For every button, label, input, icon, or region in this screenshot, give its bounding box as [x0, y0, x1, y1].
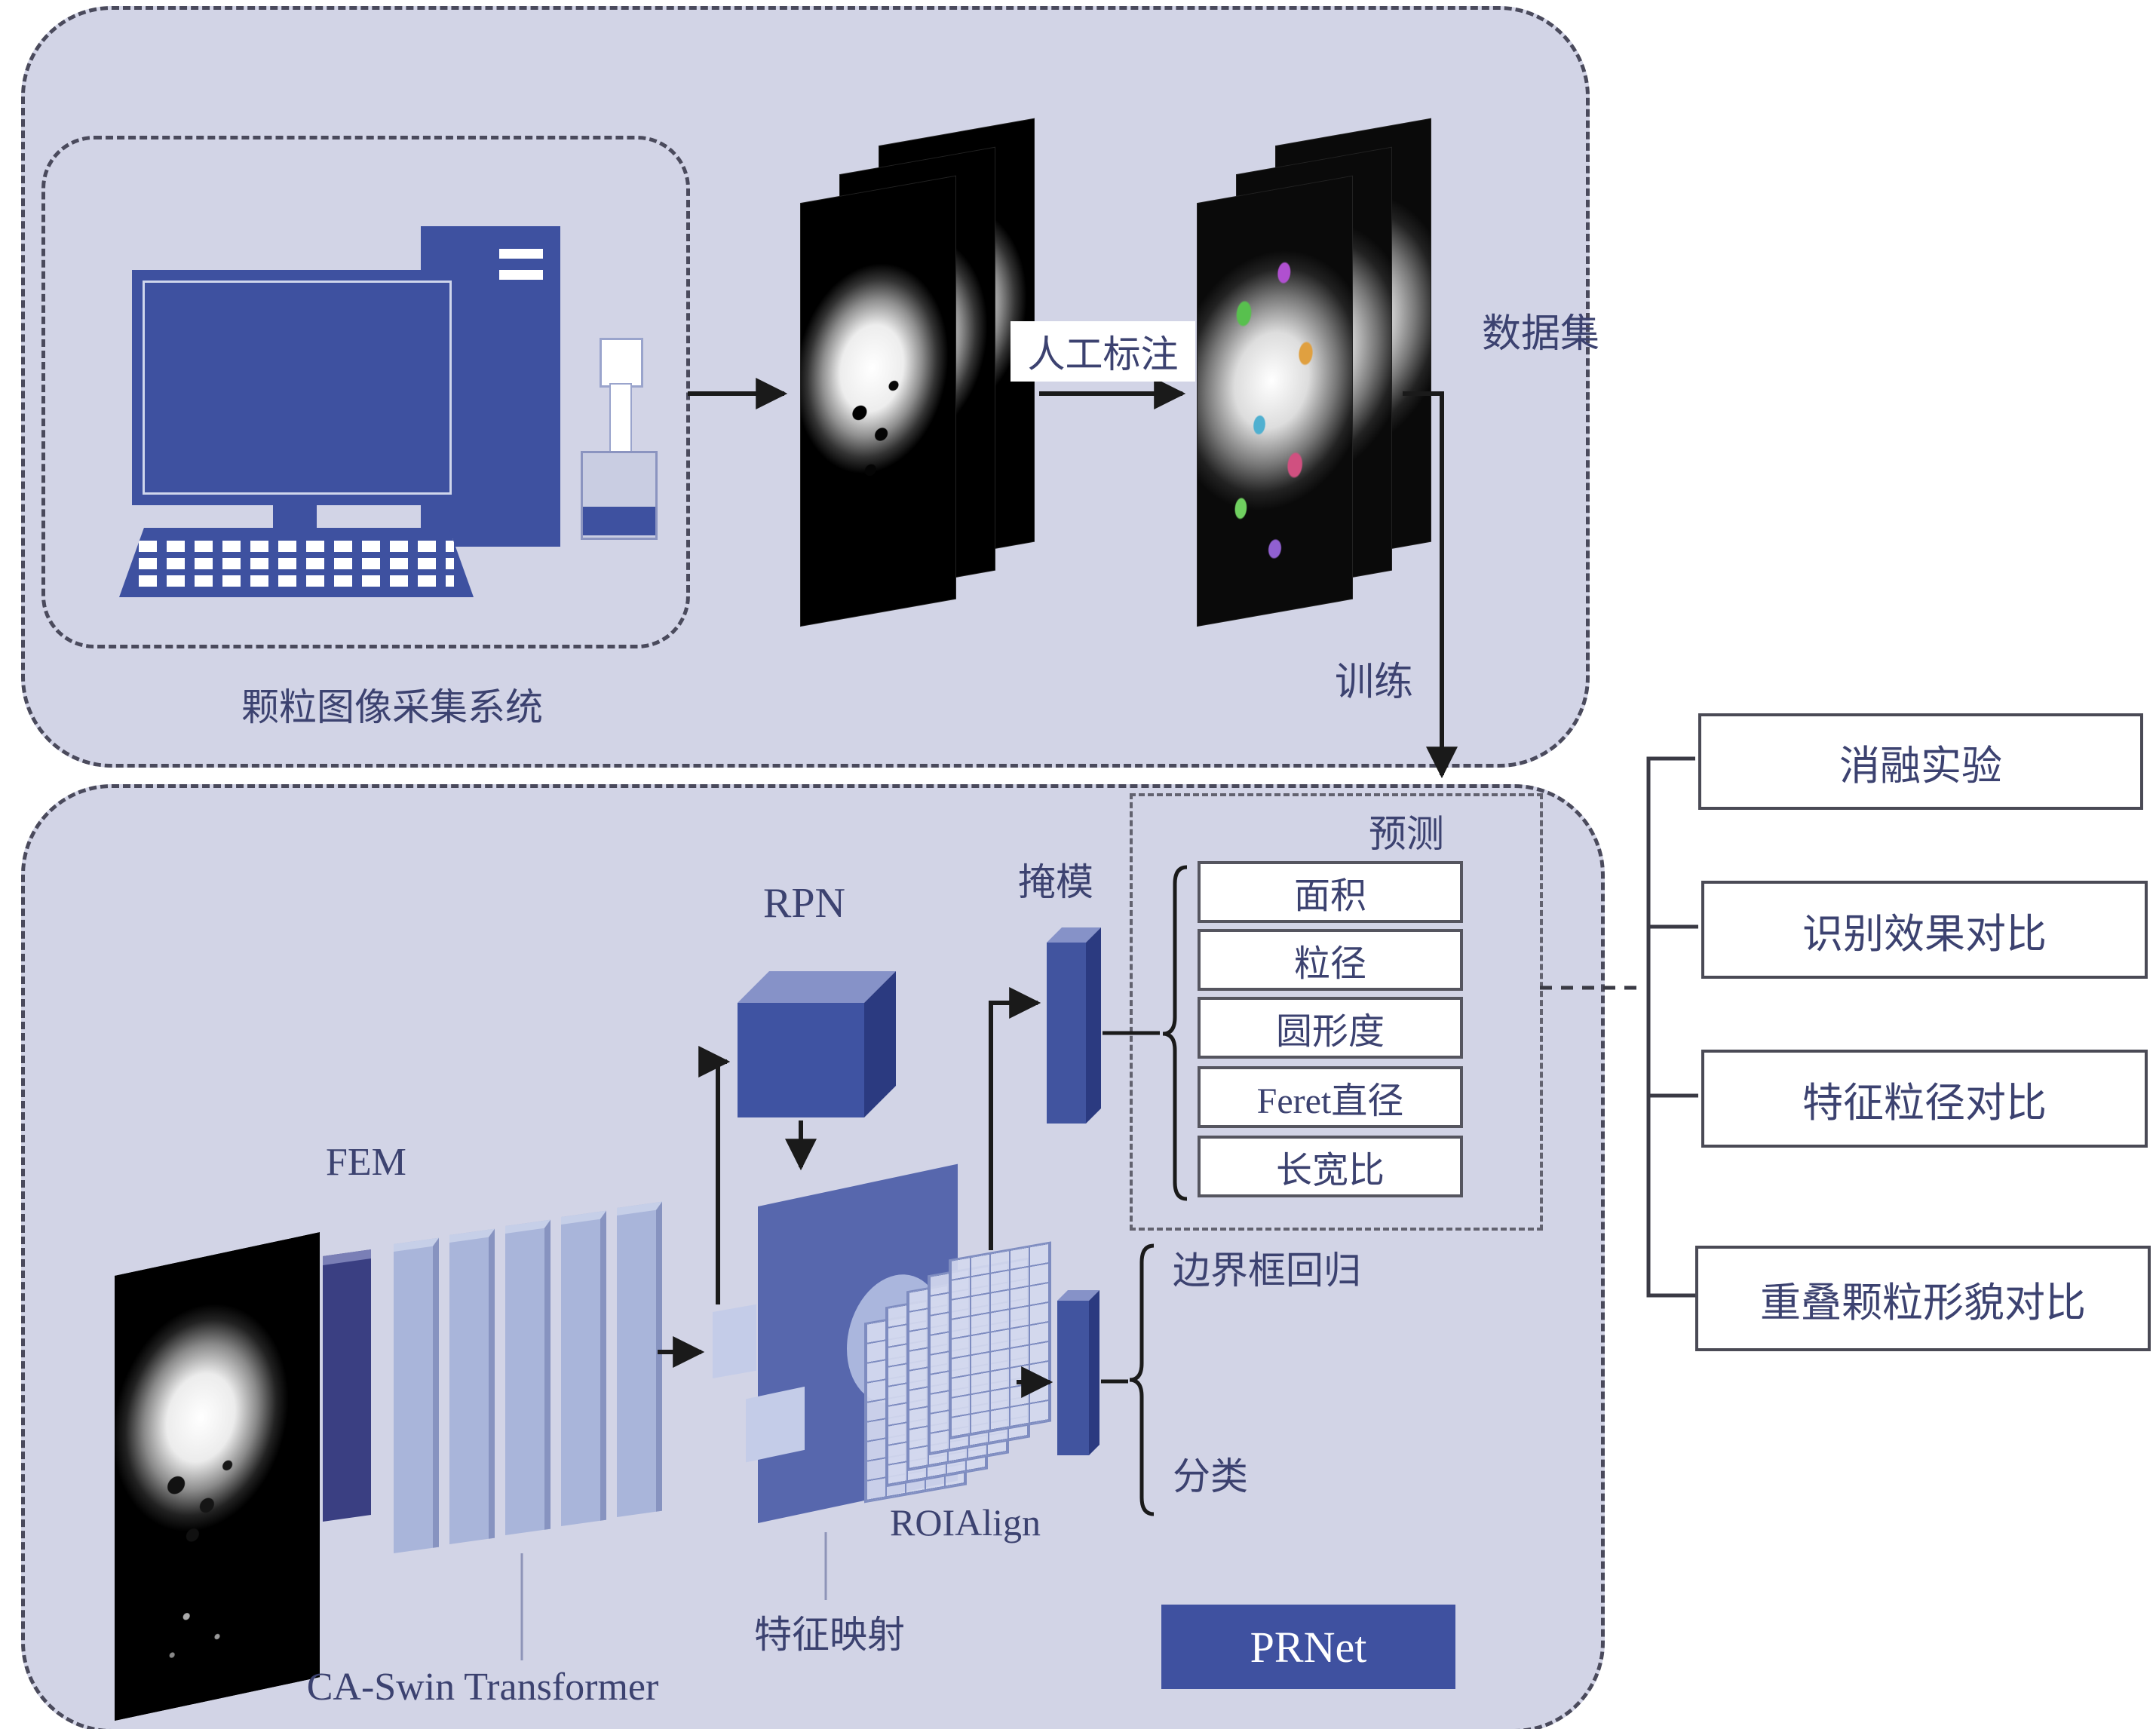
- keyboard-keys: [139, 538, 454, 587]
- dataset-label: 数据集: [1482, 313, 1600, 356]
- evaluation-box: 消融实验: [1698, 713, 2143, 810]
- tower-vent: [499, 249, 543, 259]
- fem-label: FEM: [326, 1141, 406, 1184]
- arrow-to-mask: [989, 987, 1041, 1250]
- monitor: [132, 270, 462, 505]
- prediction-item-box: Feret直径: [1198, 1066, 1463, 1128]
- acquisition-system-label: 颗粒图像采集系统: [241, 686, 543, 728]
- classification-block: [1057, 1301, 1089, 1455]
- roialign-label: ROIAlign: [890, 1501, 1041, 1544]
- training-label: 训练: [1335, 661, 1414, 704]
- rpn-block: [738, 1003, 864, 1117]
- prediction-item-box: 面积: [1198, 861, 1463, 923]
- mask-block: [1047, 943, 1086, 1124]
- prnet-badge: PRNet: [1161, 1605, 1455, 1689]
- prediction-brace: [1162, 865, 1188, 1201]
- arrow-training: [1403, 391, 1458, 779]
- tower-vent: [499, 270, 543, 280]
- prediction-item-box: 粒径: [1198, 929, 1463, 991]
- rpn-label: RPN: [763, 880, 845, 927]
- monitor-screen: [143, 281, 452, 495]
- evaluation-bracket: [1646, 756, 1695, 1298]
- prediction-item-box: 长宽比: [1198, 1136, 1463, 1197]
- prediction-dashed-box: [1130, 793, 1543, 1231]
- bbox-regression-label: 边界框回归: [1173, 1249, 1361, 1292]
- mask-label: 掩模: [1018, 861, 1093, 903]
- keyboard: [119, 528, 474, 597]
- output-brace: [1129, 1243, 1155, 1516]
- manual-annotation-label: 人工标注: [1011, 321, 1195, 382]
- feature-map-label: 特征映射: [754, 1614, 905, 1656]
- backbone-label: CA-Swin Transformer: [306, 1666, 659, 1709]
- tube-holder-band: [583, 507, 655, 535]
- classification-label: 分类: [1173, 1455, 1248, 1498]
- evaluation-box: 识别效果对比: [1701, 881, 2148, 979]
- prediction-item-box: 圆形度: [1198, 997, 1463, 1059]
- evaluation-box: 重叠颗粒形貌对比: [1695, 1246, 2151, 1351]
- evaluation-box: 特征粒径对比: [1701, 1050, 2148, 1148]
- arrow-to-rpn: [698, 1046, 731, 1304]
- prediction-label: 预测: [1369, 813, 1444, 855]
